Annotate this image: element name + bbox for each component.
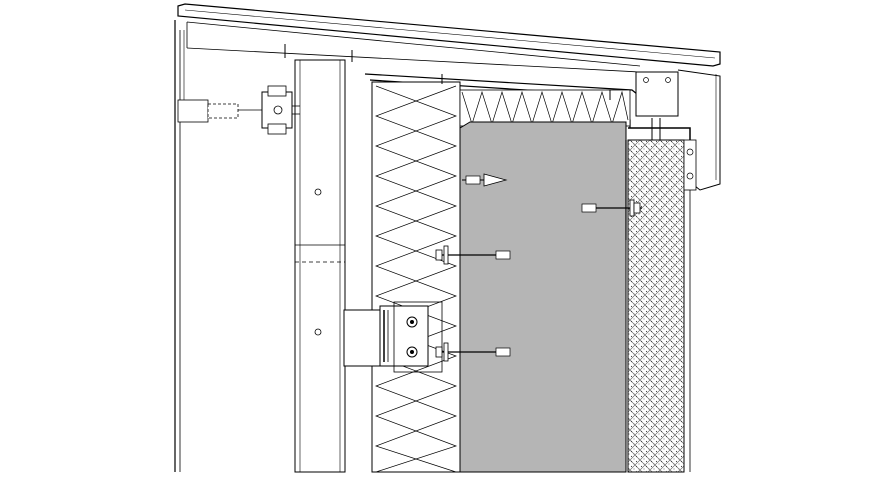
anchor-bolt	[435, 173, 642, 362]
mullion-post	[294, 59, 346, 473]
left-frame	[174, 20, 185, 472]
anchor-bolt-top	[462, 173, 508, 187]
insulation-batt	[371, 81, 631, 473]
top-angle-bracket	[628, 118, 697, 191]
anchor-bolt-right	[581, 199, 642, 217]
anchor-bolt-lower-left	[435, 342, 511, 362]
roof-coping	[177, 3, 721, 73]
top-clip-hardware	[177, 85, 300, 135]
bracket-plate	[343, 301, 443, 373]
coping-fasteners	[284, 44, 611, 100]
stone-cladding	[625, 139, 691, 473]
anchor-bolt-upper-left	[435, 245, 511, 265]
